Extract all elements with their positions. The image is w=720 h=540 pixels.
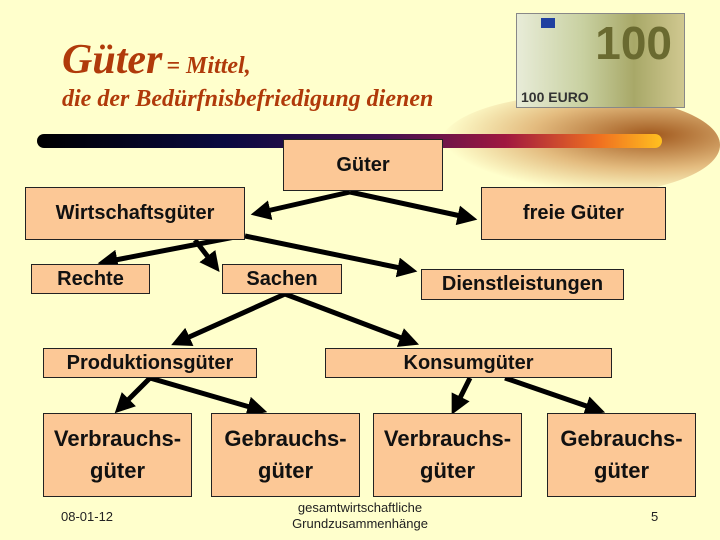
arrow	[451, 376, 473, 415]
arrow	[504, 375, 606, 416]
node-line: güter	[90, 458, 145, 483]
footer-page-number: 5	[651, 509, 659, 524]
node-gueter: Güter	[283, 139, 443, 191]
banknote-value: 100	[595, 17, 672, 69]
node-produktionsgueter: Produktionsgüter	[43, 348, 257, 378]
node-gebrauchsgueter-produktion: Gebrauchs-güter	[211, 413, 360, 497]
arrow	[149, 375, 268, 417]
slide-title: Güter = Mittel,	[62, 36, 251, 84]
node-dienstleistungen: Dienstleistungen	[421, 269, 624, 300]
arrow	[250, 189, 351, 220]
title-rest: = Mittel,	[166, 53, 251, 79]
arrow	[244, 233, 418, 278]
node-line: Gebrauchs-	[560, 426, 683, 451]
node-gebrauchsgueter-konsum: Gebrauchs-güter	[547, 413, 696, 497]
node-freie-gueter: freie Güter	[481, 187, 666, 240]
footer-center-line2: Grundzusammenhänge	[292, 516, 428, 531]
arrow	[193, 238, 220, 272]
node-konsumgueter: Konsumgüter	[325, 348, 612, 378]
node-line: Gebrauchs-	[224, 426, 347, 451]
node-verbrauchsgueter-konsum: Verbrauchs-güter	[373, 413, 522, 497]
eu-flag-icon	[541, 18, 555, 28]
euro-banknote-image: 100 100 EURO	[516, 13, 685, 108]
footer-date: 08-01-12	[61, 509, 114, 524]
node-verbrauchsgueter-produktion: Verbrauchs-güter	[43, 413, 192, 497]
banknote-label: 100 EURO	[521, 89, 589, 105]
arrow	[349, 189, 478, 226]
node-rechte: Rechte	[31, 264, 150, 294]
node-line: güter	[258, 458, 313, 483]
slide-subtitle: die der Bedürfnisbefriedigung dienen	[62, 86, 434, 112]
node-wirtschaftsgueter: Wirtschaftsgüter	[25, 187, 245, 240]
arrow	[114, 376, 152, 414]
arrow	[284, 291, 420, 347]
title-main: Güter	[62, 37, 163, 83]
node-line: Verbrauchs-	[383, 426, 512, 451]
arrow	[171, 291, 287, 347]
arrow	[97, 233, 241, 270]
node-line: güter	[594, 458, 649, 483]
node-line: Verbrauchs-	[53, 426, 182, 451]
node-line: güter	[420, 458, 475, 483]
node-sachen: Sachen	[222, 264, 342, 294]
footer-center-line1: gesamtwirtschaftliche	[297, 500, 423, 515]
